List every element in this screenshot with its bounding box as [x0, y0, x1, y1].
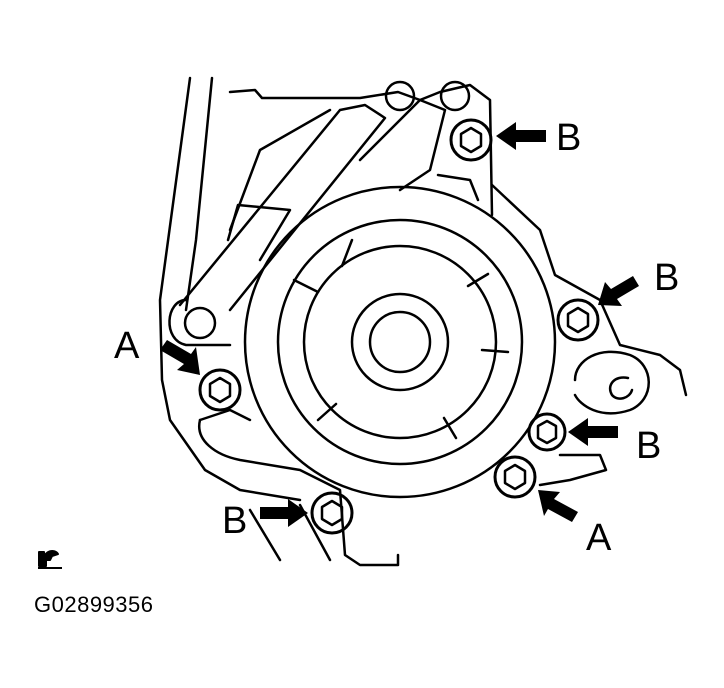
pivot-hole — [183, 306, 217, 340]
pump-hub-inner — [368, 310, 432, 374]
lower-casting — [197, 418, 400, 567]
right-lobe-hook — [608, 376, 634, 400]
housing-outline-left — [158, 76, 302, 502]
pulley-spoke-ticks — [292, 238, 510, 440]
label-b-top: B — [556, 117, 581, 159]
pump-hub-outer — [350, 292, 450, 392]
bracket-rib — [226, 203, 292, 262]
lower-casting-left — [198, 408, 252, 422]
lower-right-casting — [538, 453, 608, 487]
upper-bracket — [228, 83, 494, 217]
bolt-b-bottom — [310, 491, 354, 535]
bolt-b-right-upper — [556, 298, 600, 342]
label-b-right-upper: B — [654, 257, 679, 299]
label-a-left: A — [114, 325, 140, 367]
bolt-b-top — [449, 118, 493, 162]
bolt-a-left — [198, 368, 242, 412]
torque-reference-icon — [38, 550, 62, 569]
label-a-right: A — [586, 517, 612, 559]
bracket-hole-1 — [384, 80, 416, 112]
housing-inner-left — [184, 76, 214, 312]
arrow-to-bolt-b-right-lower — [568, 418, 618, 446]
arrow-to-bolt-a-left — [160, 340, 200, 375]
pivot-boss — [168, 298, 232, 347]
bolt-a-right — [493, 455, 537, 499]
bracket-arm-3 — [358, 98, 447, 192]
label-b-bottom: B — [222, 500, 247, 542]
arrow-to-bolt-a-right — [538, 490, 578, 522]
arrow-to-bolt-b-right-upper — [598, 276, 639, 306]
arrow-to-bolt-b-bottom — [260, 499, 308, 527]
pump-pulley-ring-1 — [276, 218, 524, 466]
right-lobe — [573, 350, 650, 415]
pump-pulley-ring-2 — [302, 244, 498, 440]
right-casting — [490, 183, 688, 397]
bracket-arm-2 — [228, 108, 332, 232]
upper-notch — [436, 173, 480, 202]
bolt-b-right-lower — [527, 412, 567, 452]
figure-code: G02899356 — [34, 592, 154, 617]
label-b-right-lower: B — [636, 425, 661, 467]
pump-pulley-outer — [243, 185, 557, 499]
arrow-to-bolt-b-top — [496, 122, 546, 150]
bracket-hole-2 — [439, 80, 471, 112]
bracket-arm-1 — [178, 103, 387, 312]
